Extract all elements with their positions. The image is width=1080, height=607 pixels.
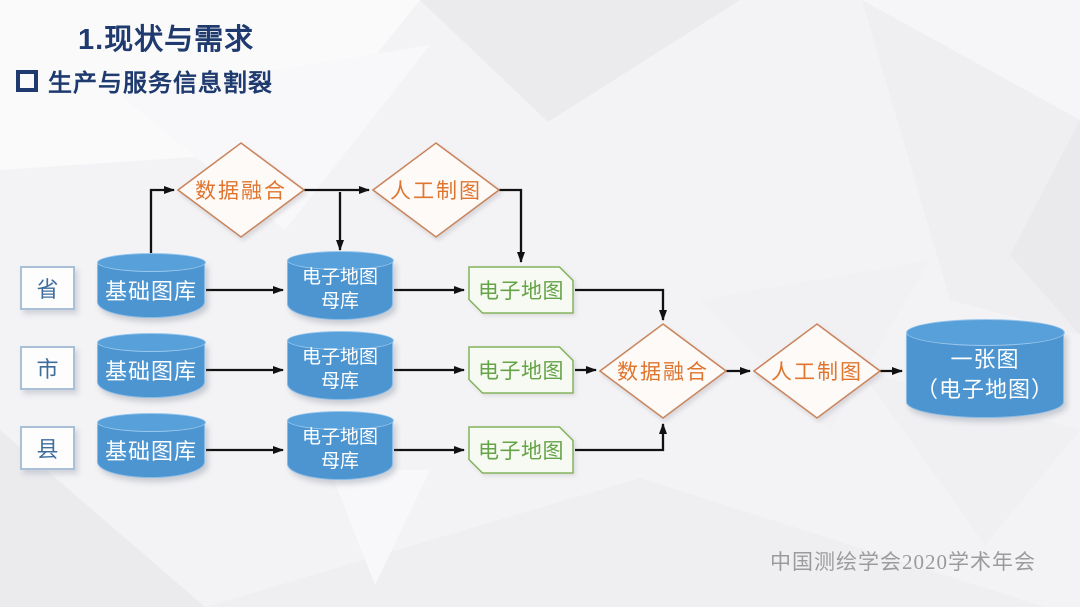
- one-map-line1: 一张图: [950, 347, 1020, 373]
- manual-mapping-diamond-top: 人工制图: [372, 142, 500, 238]
- master-library-label: 电子地图 母库: [302, 266, 378, 312]
- manual-mapping-label: 人工制图: [390, 180, 482, 203]
- electronic-map-node: 电子地图: [468, 346, 574, 394]
- master-library-label: 电子地图 母库: [302, 346, 378, 392]
- arrow-top-mapping-to-emap: [499, 188, 525, 263]
- conference-footer: 中国测绘学会2020学术年会: [770, 550, 1036, 574]
- master-library-line1: 电子地图: [301, 347, 378, 369]
- level-label-county: 县: [20, 426, 75, 470]
- master-library-cylinder: 电子地图 母库: [286, 331, 394, 400]
- base-library-label: 基础图库: [104, 278, 197, 304]
- manual-mapping-label: 人工制图: [771, 361, 863, 384]
- data-fusion-label: 数据融合: [195, 180, 287, 203]
- section-heading-label: 生产与服务信息割裂: [48, 70, 273, 97]
- base-library-cylinder: 基础图库: [96, 333, 206, 398]
- base-library-cylinder: 基础图库: [96, 413, 206, 478]
- data-fusion-diamond-top: 数据融合: [177, 142, 305, 238]
- level-label-province: 省: [20, 266, 75, 310]
- electronic-map-label: 电子地图: [478, 280, 564, 303]
- diamond-shape: [599, 323, 727, 419]
- master-library-label: 电子地图 母库: [302, 426, 378, 472]
- one-map-line2: （电子地图）: [915, 376, 1054, 402]
- arrow-emap-county-to-fusion: [575, 423, 667, 452]
- data-fusion-diamond-merge: 数据融合: [599, 323, 727, 419]
- arrow-base-to-top-fusion: [149, 186, 175, 254]
- level-label-city: 市: [20, 346, 75, 390]
- electronic-map-label: 电子地图: [478, 440, 564, 463]
- diamond-shape: [753, 323, 881, 419]
- one-map-cylinder: 一张图 （电子地图）: [905, 319, 1065, 418]
- master-library-cylinder: 电子地图 母库: [286, 411, 394, 480]
- master-library-line1: 电子地图: [301, 427, 378, 449]
- master-library-line2: 母库: [320, 290, 359, 312]
- one-map-label: 一张图 （电子地图）: [916, 345, 1054, 403]
- base-library-cylinder: 基础图库: [96, 253, 206, 318]
- snip-rect-shape: [468, 346, 574, 394]
- master-library-cylinder: 电子地图 母库: [286, 251, 394, 320]
- master-library-line1: 电子地图: [301, 267, 378, 289]
- base-library-label: 基础图库: [104, 438, 197, 464]
- master-library-line2: 母库: [320, 370, 359, 392]
- master-library-line2: 母库: [320, 450, 359, 472]
- diamond-shape: [372, 142, 500, 238]
- electronic-map-node: 电子地图: [468, 266, 574, 314]
- section-heading: 生产与服务信息割裂: [16, 63, 273, 98]
- snip-rect-shape: [468, 426, 574, 474]
- data-fusion-label: 数据融合: [617, 361, 709, 384]
- arrow-emap-province-to-fusion: [575, 288, 667, 321]
- square-bullet-icon: [16, 69, 38, 92]
- electronic-map-label: 电子地图: [478, 360, 564, 383]
- diamond-shape: [177, 142, 305, 238]
- snip-rect-shape: [468, 266, 574, 314]
- manual-mapping-diamond-merge: 人工制图: [753, 323, 881, 419]
- page-title: 1.现状与需求: [78, 24, 255, 56]
- electronic-map-node: 电子地图: [468, 426, 574, 474]
- base-library-label: 基础图库: [104, 358, 197, 384]
